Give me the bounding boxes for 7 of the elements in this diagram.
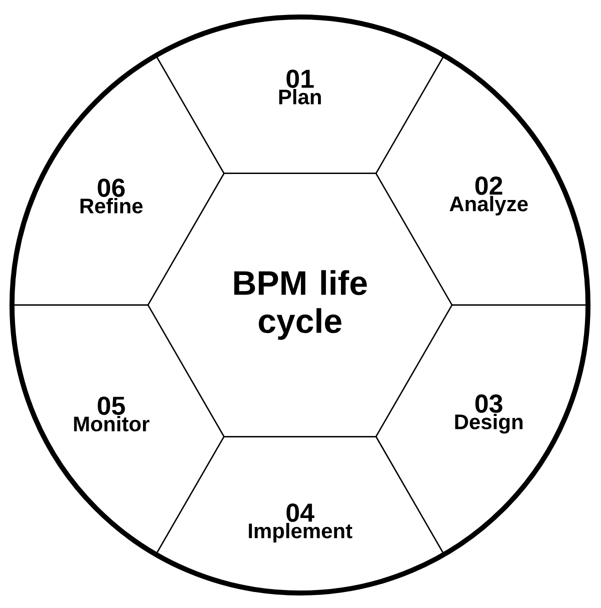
node-label: BPM life cycle bbox=[234, 270, 367, 340]
ring-segment: 01 Plan bbox=[155, 16, 445, 174]
ring-segment: 04 Implement bbox=[155, 436, 445, 594]
ring-segment: 06 Refine bbox=[11, 54, 225, 306]
ring-segment: 02 Analyze bbox=[375, 55, 589, 306]
ring-segment: 03 Design bbox=[375, 304, 589, 555]
ring-segment: 05 Monitor bbox=[11, 304, 225, 555]
